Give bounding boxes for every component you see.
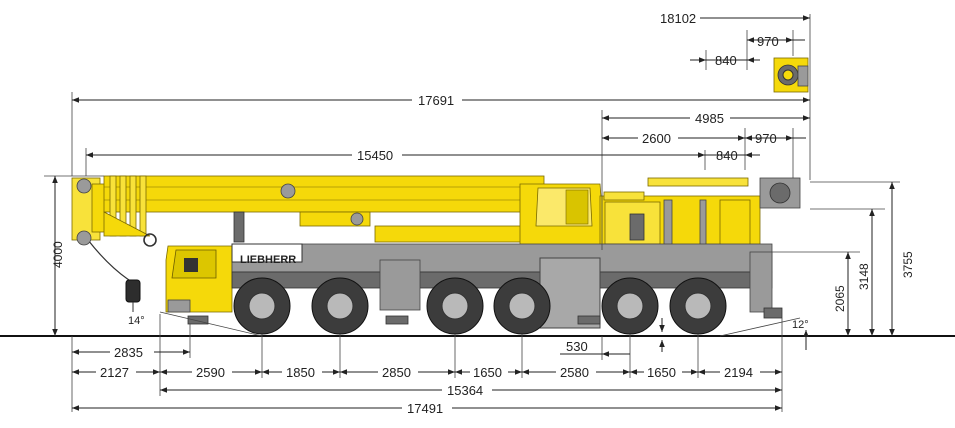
wheel-4 (493, 277, 551, 335)
dim-4000: 4000 (51, 241, 65, 268)
dim-15450: 15450 (357, 148, 393, 163)
dim-970-mid: 970 (755, 131, 777, 146)
hook-block (87, 239, 141, 312)
crane-illustration: LIEBHERR (71, 57, 809, 337)
dim-840-mid: 840 (716, 148, 738, 163)
dim-530: 530 (566, 339, 588, 354)
dim-1650-b: 1650 (647, 365, 676, 380)
wheel-5 (601, 277, 659, 335)
dim-2580: 2580 (560, 365, 589, 380)
dim-1850: 1850 (286, 365, 315, 380)
dim-18102: 18102 (660, 11, 696, 26)
departure-angle-line (719, 317, 801, 337)
dim-2194: 2194 (724, 365, 753, 380)
dim-2127: 2127 (100, 365, 129, 380)
carrier-chassis: LIEBHERR (187, 243, 783, 329)
wheel-3 (426, 277, 484, 335)
rear-angle-label: 12° (792, 319, 809, 331)
dim-3148: 3148 (857, 263, 871, 290)
dim-1650-a: 1650 (473, 365, 502, 380)
dim-2590: 2590 (196, 365, 225, 380)
telescopic-boom (103, 175, 545, 243)
dim-2065: 2065 (833, 285, 847, 312)
dim-17691: 17691 (418, 93, 454, 108)
superstructure (519, 177, 801, 249)
driver-cab (143, 233, 233, 313)
dim-17491: 17491 (407, 401, 443, 416)
bottom-dimensions: 2835 530 2127 2590 1850 2850 1650 2580 1… (71, 314, 783, 416)
approach-angle-line (159, 311, 263, 337)
wheel-set (233, 277, 727, 335)
dim-840-top: 840 (715, 53, 737, 68)
brand-label: LIEBHERR (240, 254, 296, 266)
dim-15364: 15364 (447, 383, 483, 398)
boom-head (71, 177, 107, 246)
dim-970-top: 970 (757, 34, 779, 49)
vertical-dimensions: 4000 2065 3148 3755 (44, 175, 915, 352)
dim-2835: 2835 (114, 345, 143, 360)
dim-2850: 2850 (382, 365, 411, 380)
dim-2600: 2600 (642, 131, 671, 146)
wheel-1 (233, 277, 291, 335)
wheel-2 (311, 277, 369, 335)
dim-3755: 3755 (901, 251, 915, 278)
top-dimensions: 18102 970 840 17691 4985 2600 970 15450 (71, 11, 811, 250)
dim-4985: 4985 (695, 111, 724, 126)
wheel-6 (669, 277, 727, 335)
counterweight (773, 57, 809, 93)
front-angle-label: 14° (128, 315, 145, 327)
